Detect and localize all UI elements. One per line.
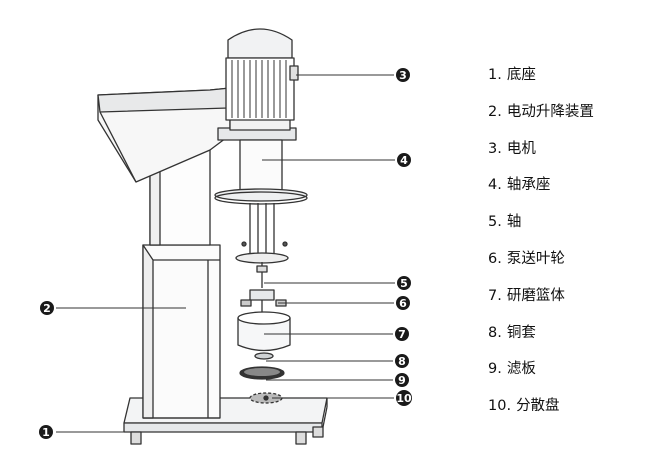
callout-1: 1 (39, 425, 53, 439)
legend-item-4: 4.轴承座 (488, 177, 551, 194)
callout-10: 10 (396, 390, 412, 406)
parts-legend: 1.底座 2.电动升降装置 3.电机 4.轴承座 5.轴 6.泵送叶轮 7.研磨… (488, 62, 594, 430)
svg-text:10: 10 (396, 392, 412, 405)
callout-2: 2 (40, 301, 54, 315)
leader-lines (56, 74, 395, 433)
motor-flange (217, 117, 297, 141)
svg-text:3: 3 (399, 69, 407, 82)
callout-3: 3 (396, 68, 410, 82)
legend-item-10: 10.分散盘 (488, 398, 560, 415)
svg-text:4: 4 (400, 154, 408, 167)
legend-item-3: 3.电机 (488, 140, 536, 157)
grinding-basket (237, 311, 291, 352)
bearing-housing (214, 139, 308, 205)
legend-item-9: 9.滤板 (488, 361, 536, 378)
svg-text:1: 1 (42, 426, 50, 439)
pumping-impeller (240, 289, 287, 312)
callout-8: 8 (395, 354, 409, 368)
legend-item-7: 7.研磨篮体 (488, 287, 565, 304)
callout-7: 7 (395, 327, 409, 341)
svg-text:5: 5 (400, 277, 408, 290)
callout-6: 6 (396, 296, 410, 310)
legend-item-8: 8.铜套 (488, 324, 536, 341)
svg-text:9: 9 (398, 374, 406, 387)
copper-bush (254, 352, 274, 360)
legend-item-1: 1.底座 (488, 67, 536, 83)
legend-item-2: 2.电动升降装置 (488, 103, 594, 120)
lifting-column (142, 244, 221, 419)
callout-9: 9 (395, 373, 409, 387)
svg-text:6: 6 (399, 297, 407, 310)
callout-4: 4 (397, 153, 411, 167)
legend-item-6: 6.泵送叶轮 (488, 250, 565, 267)
svg-text:2: 2 (43, 302, 51, 315)
motor (225, 28, 299, 121)
callout-5: 5 (397, 276, 411, 290)
upper-column (149, 149, 211, 246)
shaft-assembly (235, 203, 289, 288)
filter-plate (239, 366, 285, 380)
svg-text:8: 8 (398, 355, 406, 368)
svg-text:7: 7 (398, 328, 406, 341)
dispersion-disc (249, 392, 283, 404)
legend-item-5: 5.轴 (488, 214, 522, 231)
